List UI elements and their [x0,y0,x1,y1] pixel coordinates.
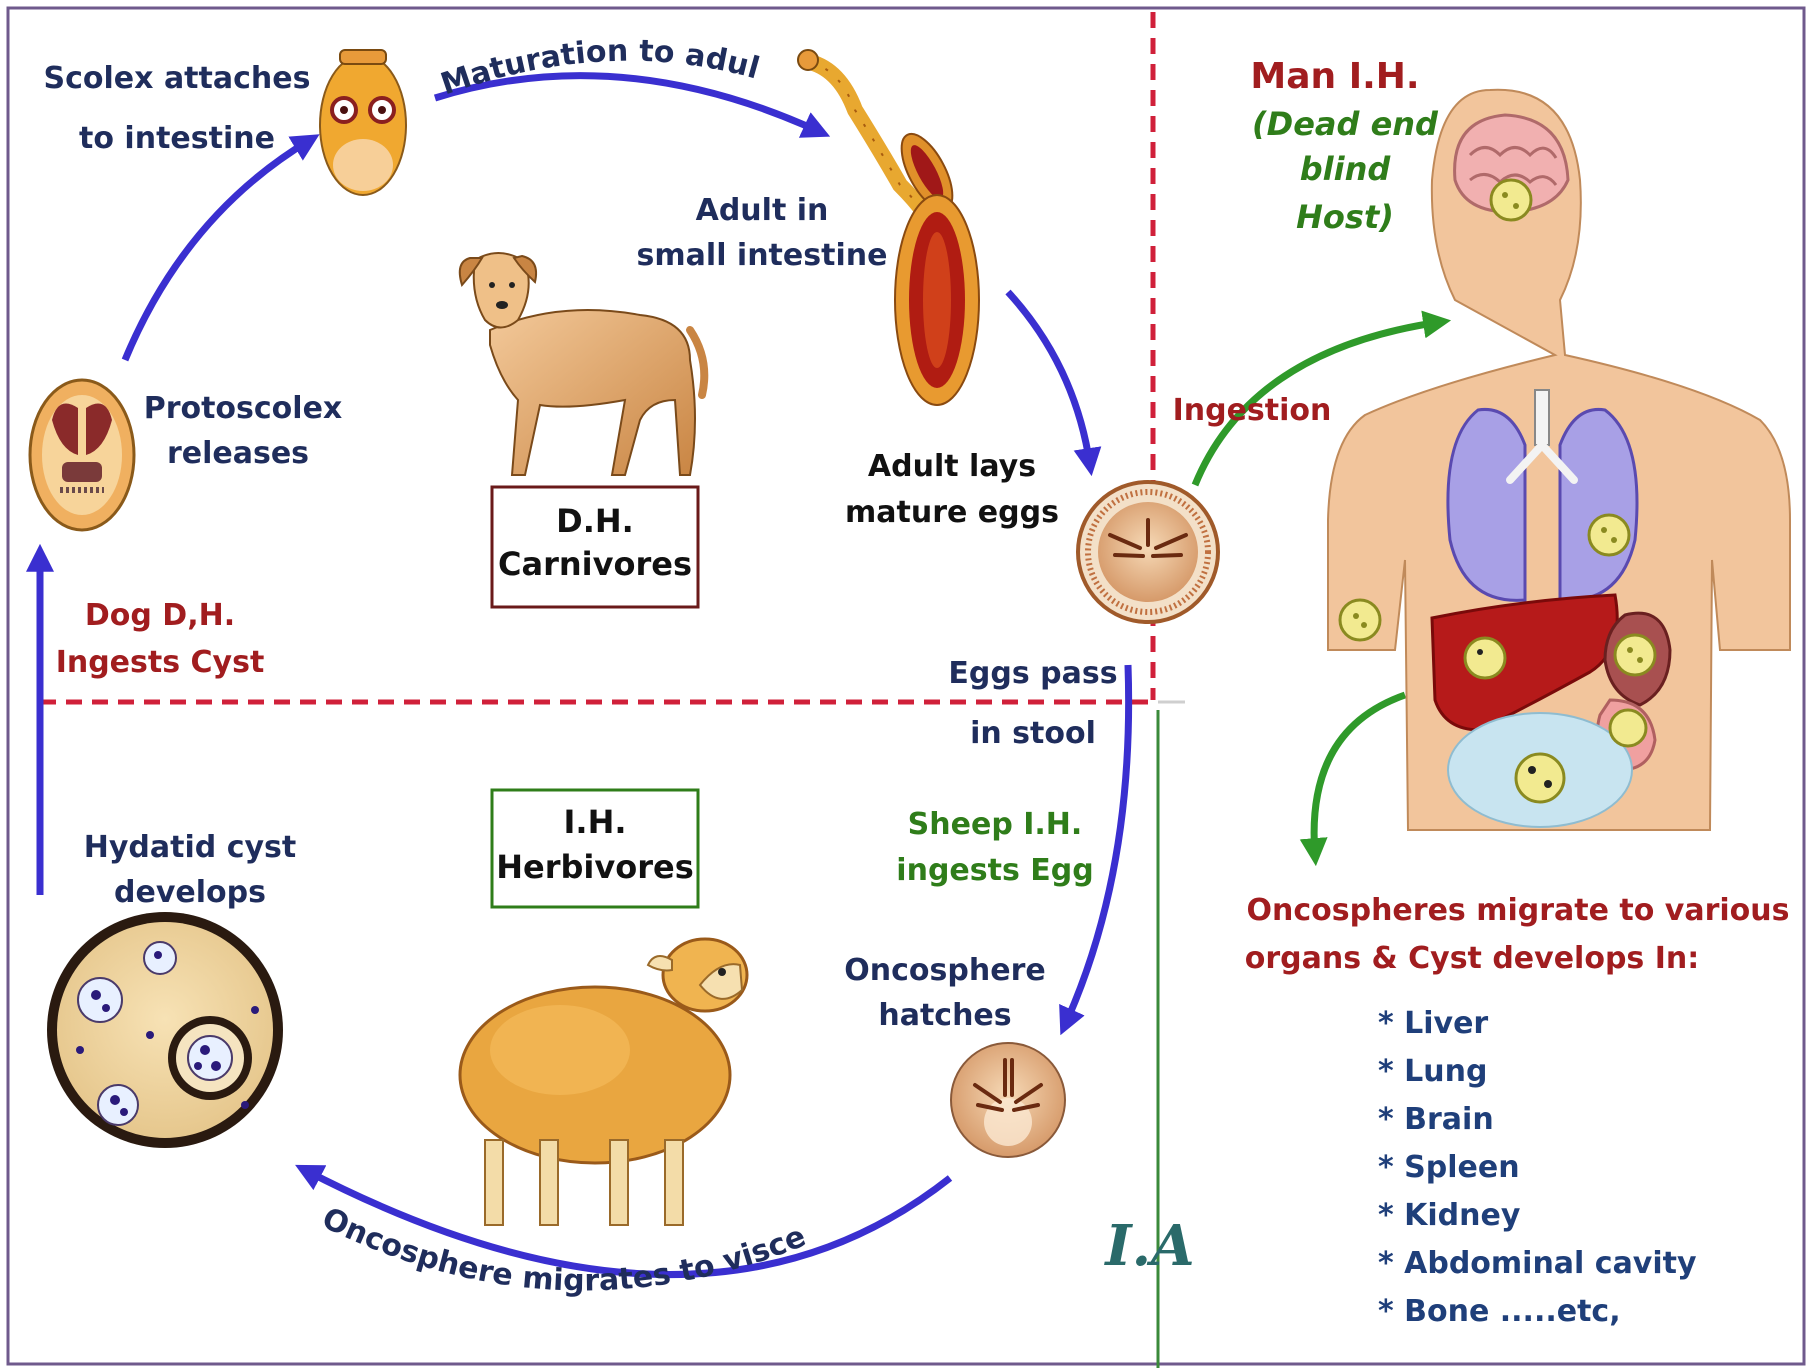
label-adult-line1: Adult in [696,193,829,228]
label-oncosphere-line1: Oncosphere [844,953,1045,988]
label-organs-line2: organs & Cyst develops In: [1245,941,1700,976]
label-eggs-line1: Eggs pass [948,656,1117,691]
label-oncosphere-line2: hatches [878,998,1011,1033]
label-hydatid-line1: Hydatid cyst [84,830,296,865]
label-hydatid-line2: develops [114,875,266,910]
signature: I.A [1103,1213,1194,1279]
label-ih-line2: Herbivores [496,848,694,886]
label-lays-line2: mature eggs [845,495,1059,530]
organ-list-item: * Brain [1378,1102,1494,1137]
label-dh-line2: Carnivores [498,545,692,583]
label-dead-end-line1: (Dead end [1252,105,1439,143]
label-organs-line1: Oncospheres migrate to various [1246,893,1789,928]
label-protoscolex-line2: releases [167,436,309,471]
label-lays-line1: Adult lays [868,449,1036,484]
organ-list-item: * Liver [1378,1006,1488,1041]
organ-list-item: * Spleen [1378,1150,1520,1185]
organ-list-item: * Kidney [1378,1198,1521,1233]
label-dead-end-line2: blind [1300,150,1392,188]
protoscolex-icon [30,380,134,530]
label-adult-line2: small intestine [637,238,888,273]
label-sheep-line1: Sheep I.H. [908,807,1083,842]
label-man-ih: Man I.H. [1250,56,1419,97]
label-scolex-line2: to intestine [79,121,275,156]
oncosphere-icon [951,1043,1065,1157]
label-dead-end-line3: Host) [1296,198,1394,236]
label-scolex-line1: Scolex attaches [44,61,311,96]
label-eggs-line2: in stool [970,716,1096,751]
label-dh-line1: D.H. [556,502,634,540]
egg-icon [1078,482,1218,622]
hydatid-cyst-icon [47,912,283,1148]
label-ih-line1: I.H. [564,803,627,841]
label-sheep-line2: ingests Egg [896,853,1093,888]
label-protoscolex-line1: Protoscolex [144,391,343,426]
organ-list-item: * Bone .....etc, [1378,1294,1621,1329]
organ-list-item: * Lung [1378,1054,1487,1089]
organ-list-item: * Abdominal cavity [1378,1246,1697,1281]
trachea-icon [1535,390,1549,445]
label-ingestion: Ingestion [1173,393,1332,428]
label-dog-line1: Dog D,H. [85,598,235,633]
label-dog-line2: Ingests Cyst [56,645,265,680]
